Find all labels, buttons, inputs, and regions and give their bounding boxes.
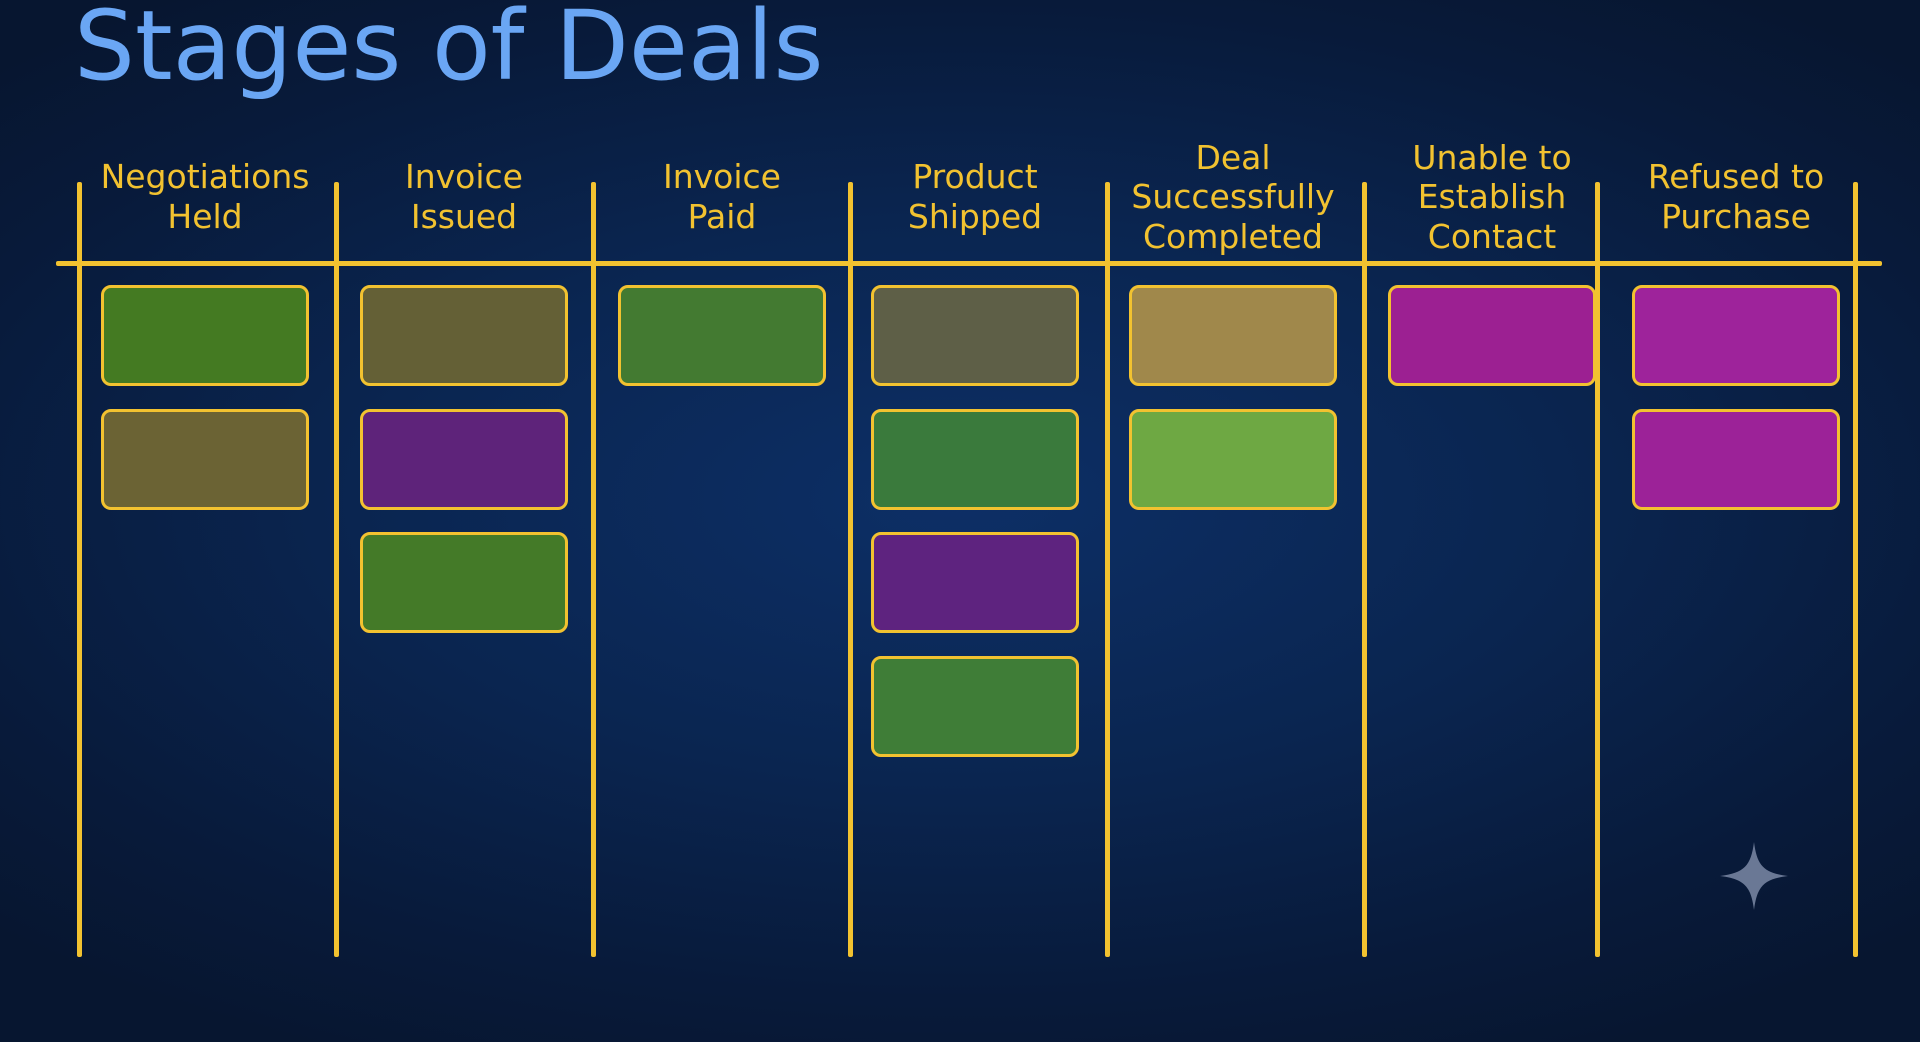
page-title: Stages of Deals [74, 0, 824, 102]
column-header-1: Negotiations Held [100, 157, 310, 236]
column-divider-7 [1595, 182, 1600, 957]
column-header-4: Product Shipped [907, 157, 1043, 236]
column-divider-8 [1853, 182, 1858, 957]
deal-card[interactable] [1388, 285, 1596, 386]
deal-card[interactable] [1632, 285, 1840, 386]
column-divider-3 [591, 182, 596, 957]
deal-card[interactable] [871, 285, 1079, 386]
deal-card[interactable] [360, 409, 568, 510]
deal-card[interactable] [871, 532, 1079, 633]
deal-card[interactable] [360, 285, 568, 386]
deal-card[interactable] [360, 532, 568, 633]
deal-card[interactable] [871, 656, 1079, 757]
column-divider-1 [77, 182, 82, 957]
deal-card[interactable] [101, 409, 309, 510]
column-divider-6 [1362, 182, 1367, 957]
deal-card[interactable] [1129, 285, 1337, 386]
column-header-2: Invoice Issued [405, 157, 523, 236]
column-header-7: Refused to Purchase [1647, 157, 1825, 236]
column-divider-2 [334, 182, 339, 957]
deal-card[interactable] [618, 285, 826, 386]
column-header-5: Deal Successfully Completed [1131, 137, 1335, 256]
deal-card[interactable] [1129, 409, 1337, 510]
deal-card[interactable] [1632, 409, 1840, 510]
header-divider-line [56, 261, 1882, 266]
column-divider-5 [1105, 182, 1110, 957]
deal-card[interactable] [871, 409, 1079, 510]
column-divider-4 [848, 182, 853, 957]
deal-card[interactable] [101, 285, 309, 386]
sparkle-icon [1720, 842, 1788, 910]
column-header-3: Invoice Paid [663, 157, 781, 236]
column-header-6: Unable to Establish Contact [1412, 137, 1572, 256]
